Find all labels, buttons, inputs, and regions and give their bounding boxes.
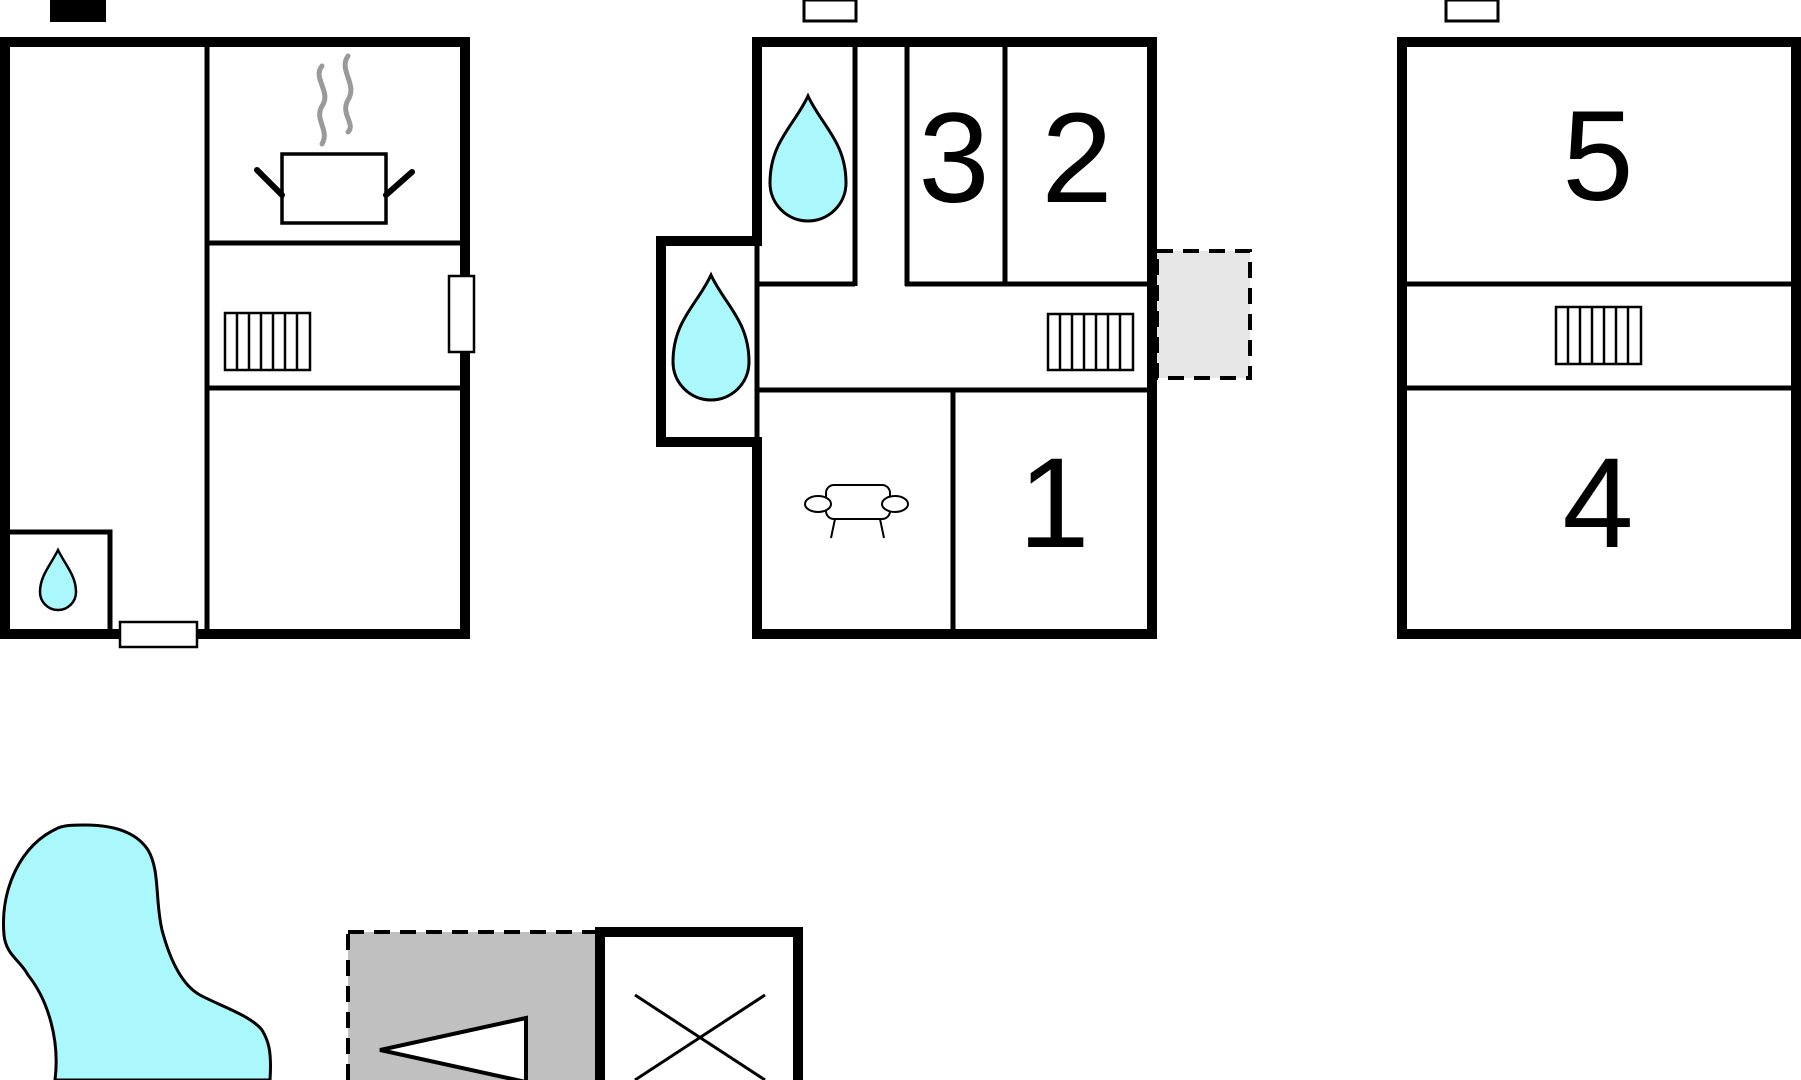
outer-wall-right — [1397, 37, 1801, 639]
entrance-marker — [1444, 0, 1500, 23]
floor-right: 5 4 — [1397, 0, 1801, 639]
room-number-4: 4 — [1562, 432, 1633, 575]
small-bathroom — [2, 529, 113, 637]
radiator-icon — [1554, 305, 1643, 366]
entrance-marker — [50, 0, 106, 22]
outdoor-area — [1, 823, 803, 1080]
room-number-3: 3 — [918, 87, 989, 230]
door-icon — [118, 620, 199, 649]
room-number-2: 2 — [1041, 87, 1112, 230]
pool — [1, 823, 272, 1080]
entrance-marker — [802, 0, 858, 23]
room-number-5: 5 — [1562, 85, 1633, 228]
water-drop-icon — [768, 92, 848, 223]
sofa-icon — [804, 484, 909, 539]
entrance-arrow — [379, 1015, 528, 1080]
floor-left — [0, 0, 476, 649]
radiator-icon — [1046, 312, 1135, 372]
window-icon — [447, 274, 476, 354]
water-drop-icon — [38, 547, 78, 612]
room-number-1: 1 — [1018, 432, 1089, 575]
floor-middle: 3 2 1 — [656, 0, 1252, 639]
radiator-icon — [223, 311, 312, 372]
shed-cross — [634, 993, 766, 1080]
terrace — [1155, 249, 1252, 380]
water-drop-icon — [671, 271, 751, 402]
cooking-pot-icon — [254, 53, 415, 225]
shed — [595, 927, 803, 1080]
